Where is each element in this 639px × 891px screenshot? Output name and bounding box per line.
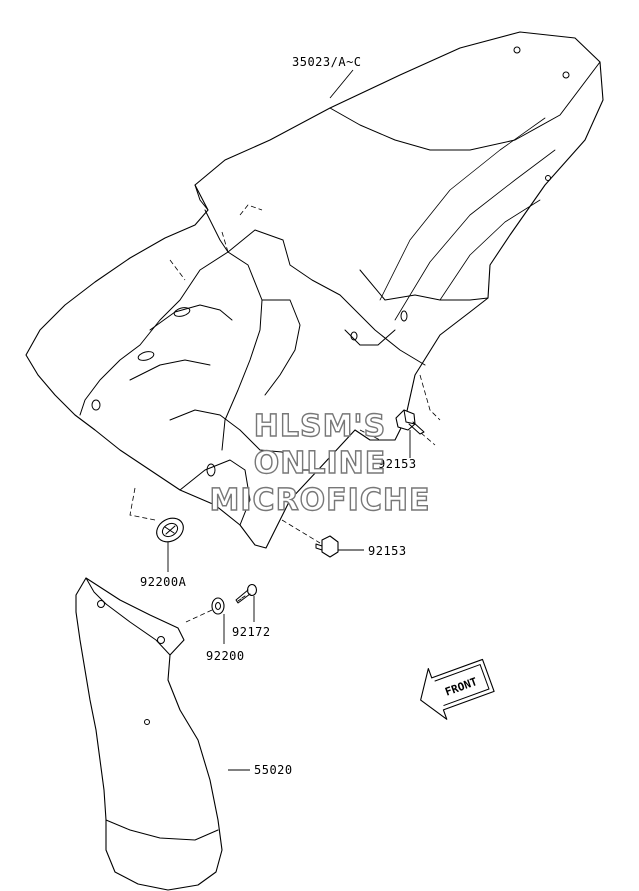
watermark-line-1: HLSM'S — [254, 409, 386, 444]
watermark: HLSM'S ONLINE MICROFICHE — [209, 408, 431, 518]
front-direction-arrow: FRONT — [420, 658, 495, 720]
label-rear-fender: 35023/A~C — [292, 55, 362, 69]
grommet — [129, 487, 184, 572]
watermark-line-3: MICROFICHE — [210, 483, 431, 518]
label-bolt-lower: 92153 — [368, 544, 407, 558]
bolt-upper — [395, 409, 436, 458]
label-washer: 92200 — [206, 649, 245, 663]
label-grommet: 92200A — [140, 575, 187, 589]
screw — [235, 583, 258, 622]
bolt-lower — [281, 519, 364, 558]
mud-flap — [75, 577, 250, 891]
label-mud-flap: 55020 — [254, 763, 293, 777]
label-screw: 92172 — [232, 625, 271, 639]
rear-fender — [25, 31, 604, 549]
watermark-line-2: ONLINE — [254, 446, 387, 481]
washer — [185, 597, 225, 644]
label-bolt-upper: 92153 — [378, 457, 417, 471]
